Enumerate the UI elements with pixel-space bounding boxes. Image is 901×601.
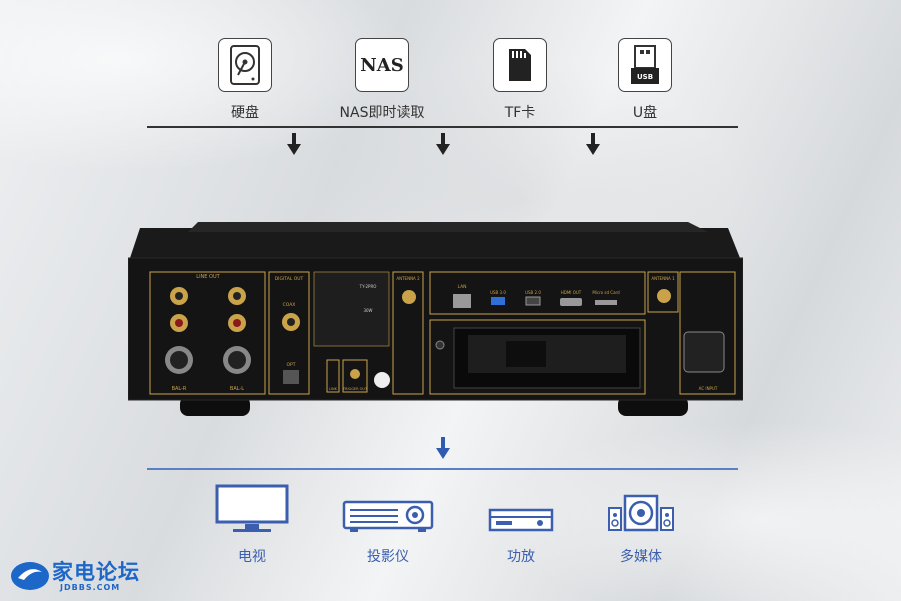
arrow-down-icon <box>436 133 450 155</box>
output-projector: 投影仪 <box>328 484 448 566</box>
arrow-down-icon <box>436 437 450 459</box>
usb2-label: USB 2.0 <box>525 290 541 295</box>
hard-drive-icon <box>218 38 272 92</box>
line-out-label: LINE OUT <box>196 274 220 280</box>
output-divider-line <box>147 468 738 470</box>
source-label: U盘 <box>632 105 658 121</box>
usb3-label: USB 3.0 <box>490 290 506 295</box>
projector-icon <box>328 484 448 534</box>
player-rear-panel: LINE OUT BAL-R BAL-L DIGITAL OUT COAX OP… <box>128 222 743 416</box>
output-multimedia: 多媒体 <box>581 484 701 566</box>
logo-sub: JDBBS.COM <box>60 583 121 592</box>
opt-label: OPT <box>286 362 295 368</box>
logo-name: 家电论坛 <box>52 560 140 584</box>
arrow-down-icon <box>586 133 600 155</box>
output-label: 功放 <box>507 549 535 565</box>
micro-sd-label: Micro sd Card <box>592 290 620 295</box>
digital-out-label: DIGITAL OUT <box>275 276 304 282</box>
antenna-2-label: ANTENNA 2 <box>396 276 420 281</box>
tf-card-icon <box>493 38 547 92</box>
coax-label: COAX <box>283 302 296 308</box>
link-label: LINK <box>329 387 338 391</box>
source-hard-drive: 硬盘 <box>185 38 305 122</box>
trigger-out-label: TRIGGER OUT <box>342 387 368 391</box>
output-label: 电视 <box>238 549 266 565</box>
spec-model-label: TY-2PRO <box>359 284 377 289</box>
source-label: 硬盘 <box>231 105 259 121</box>
multimedia-speaker-icon <box>581 484 701 534</box>
output-label: 投影仪 <box>367 549 409 565</box>
usb-icon-text: USB <box>636 73 654 81</box>
source-nas: NAS NAS即时读取 <box>322 38 442 122</box>
output-tv: 电视 <box>192 484 312 566</box>
output-label: 多媒体 <box>620 549 662 565</box>
source-label: TF卡 <box>504 105 536 121</box>
tv-icon <box>192 484 312 534</box>
source-divider-line <box>147 126 738 128</box>
usb-drive-icon: USB <box>618 38 672 92</box>
hdmi-out-label: HDMI OUT <box>561 290 582 295</box>
amplifier-icon <box>461 484 581 534</box>
source-tf-card: TF卡 <box>460 38 580 122</box>
ac-input-label: AC INPUT <box>699 386 718 391</box>
spec-power-label: 30W <box>363 308 372 313</box>
source-usb: USB U盘 <box>585 38 705 122</box>
nas-icon: NAS <box>355 38 409 92</box>
antenna-1-label: ANTENNA 1 <box>651 276 675 281</box>
lan-label: LAN <box>457 284 466 290</box>
bal-r-label: BAL-R <box>172 386 187 392</box>
jdbbs-logo: 家电论坛 JDBBS.COM <box>10 556 140 596</box>
logo-mark-icon <box>11 562 49 590</box>
nas-icon-text: NAS <box>360 54 404 76</box>
output-amplifier: 功放 <box>461 484 581 566</box>
source-label: NAS即时读取 <box>339 105 425 121</box>
arrow-down-icon <box>287 133 301 155</box>
bal-l-label: BAL-L <box>230 386 244 392</box>
